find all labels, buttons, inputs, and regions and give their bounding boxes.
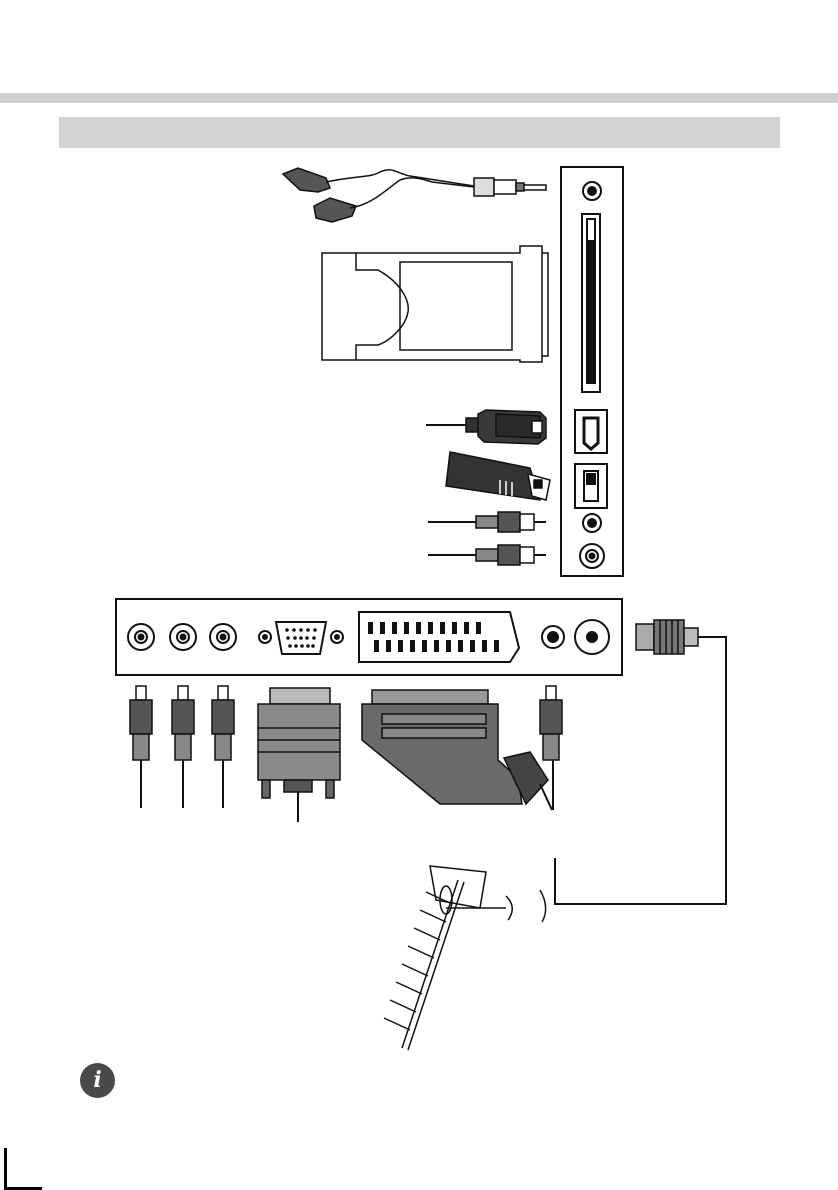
vga-cable-icon (258, 688, 340, 822)
yagi-antenna-icon (384, 866, 546, 1050)
coax-cable-line (555, 637, 726, 904)
rca-plug-2-icon (172, 686, 194, 808)
earphones-icon (283, 168, 546, 222)
rca-plug-1-icon (130, 686, 152, 808)
side-panel (561, 167, 623, 576)
coax-plug-icon (636, 620, 698, 654)
usb-stick-icon (446, 452, 550, 500)
back-panel (116, 599, 622, 675)
hdmi-cable-icon (426, 410, 546, 444)
scart-cable-icon (362, 690, 552, 810)
ci-module-card-icon (322, 246, 548, 362)
info-icon: i (80, 1063, 115, 1098)
rca-video-cable-icon (428, 545, 546, 565)
rca-plug-3-icon (212, 686, 234, 808)
page-corner-mark (4, 1148, 42, 1190)
rca-audio-cable-icon (428, 512, 546, 532)
